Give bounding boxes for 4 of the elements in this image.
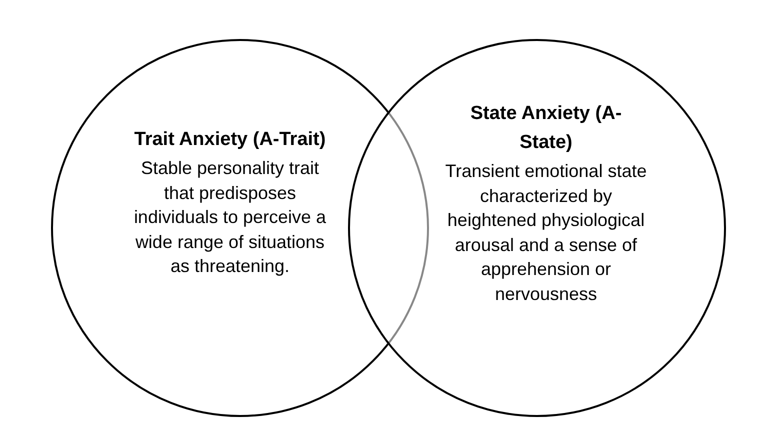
circle-heading: Trait Anxiety (A-Trait) [133, 128, 327, 152]
circle-heading: State Anxiety (A- State) [469, 102, 623, 155]
circle-description: Stable personality trait that predisposes individuals to perceive a wide range of situations as threatening. [132, 157, 328, 278]
circle-description: Transient emotional state characterized by heightened physiological arousal and a sense of apprehension or nervousness [444, 160, 648, 306]
